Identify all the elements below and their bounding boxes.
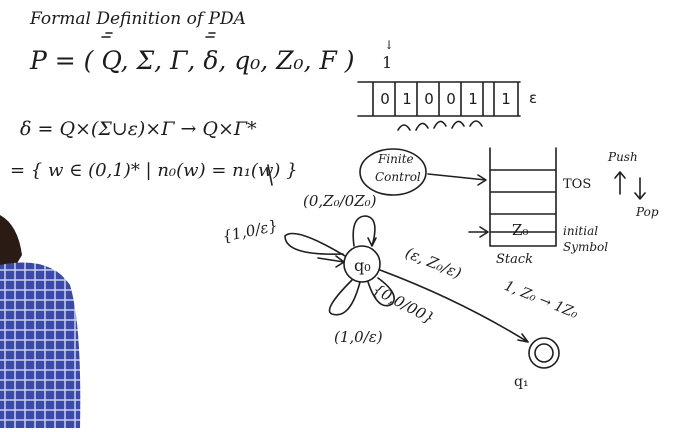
self-loop-bottom-label: (1,0/ε) (334, 328, 383, 346)
finite-control-ellipse (359, 148, 427, 196)
tape-cell: 1 (468, 90, 478, 108)
tuple-definition: P = ( Q, Σ, Γ, δ, q₀, Z₀, F ) (30, 46, 355, 75)
state-q1-inner-circle (534, 343, 554, 363)
transition-edge (379, 269, 529, 343)
push-arrow-icon (614, 171, 626, 195)
finite-control-label: Finite (378, 152, 414, 166)
tape-head-arrow-icon: ↓ (384, 38, 395, 52)
self-loop-bottom (328, 279, 361, 316)
tos-label: TOS (563, 177, 592, 192)
tape-head-label: 1 (382, 53, 393, 72)
transition-function: δ = Q×(Σ∪ε)×Γ → Q×Γ* (20, 118, 257, 140)
pop-label: Pop (636, 205, 659, 219)
tape-cell: 0 (446, 90, 456, 108)
pop-arrow-icon (634, 177, 646, 200)
self-loop-left (284, 232, 346, 257)
push-label: Push (608, 150, 638, 164)
tape-read-arrows (397, 120, 483, 131)
initial-symbol-label: initial (563, 224, 599, 238)
tape-cell: 0 (380, 90, 390, 108)
language-definition: = { w ∈ (0,1)* | n₀(w) = n₁(w) } (10, 160, 298, 181)
tape-cell: 1 (501, 90, 511, 108)
initial-symbol-arrow (468, 226, 489, 238)
initial-symbol-label: Symbol (563, 240, 609, 254)
tape-cell: 0 (424, 90, 434, 108)
state-q1-label: q₁ (514, 374, 529, 390)
brace-stroke (267, 164, 273, 186)
presenter-image (0, 215, 82, 428)
tape-cell: 1 (402, 90, 412, 108)
state-q1-outer-circle (528, 337, 560, 369)
stack-label: Stack (496, 252, 534, 267)
self-loop-top-label: (0,Z₀/0Z₀) (303, 192, 377, 210)
stack-bottom-symbol: Z₀ (512, 221, 529, 239)
self-loop-bottom-right (367, 277, 395, 307)
finite-control-label: Control (375, 170, 421, 184)
start-arrow (317, 255, 345, 268)
board-title: Formal Definition of PDA (30, 9, 246, 29)
state-q0-circle (343, 245, 381, 283)
tape-end-symbol: ε (528, 89, 538, 107)
control-to-stack-arrow (427, 173, 487, 186)
stack-box (489, 147, 557, 247)
self-loop-top (352, 215, 377, 247)
state-q0-label: q₀ (354, 256, 371, 275)
tape-cells (357, 81, 521, 117)
